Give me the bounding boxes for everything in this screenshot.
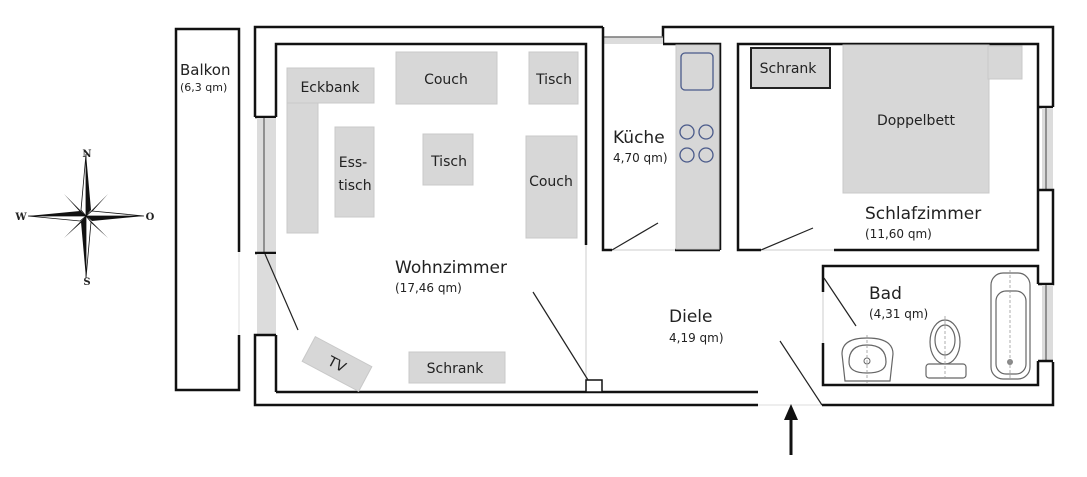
schlafzimmer-area: (11,60 qm) xyxy=(865,227,932,241)
balkon-area: (6,3 qm) xyxy=(180,81,227,94)
svg-text:Doppelbett: Doppelbett xyxy=(877,113,956,129)
svg-text:Schrank: Schrank xyxy=(427,361,485,377)
svg-text:Schrank: Schrank xyxy=(760,61,818,77)
kueche-area: 4,70 qm) xyxy=(613,151,668,165)
outer-walls xyxy=(253,25,1055,407)
diele-name: Diele xyxy=(669,307,712,327)
svg-text:Couch: Couch xyxy=(529,174,573,190)
kueche-name: Küche xyxy=(613,128,665,148)
compass-west-label: W xyxy=(14,212,27,223)
wohnzimmer-area: (17,46 qm) xyxy=(395,281,462,295)
couch-right: Couch xyxy=(525,135,578,239)
room-wohnzimmer: Wohnzimmer (17,46 qm) Eckbank Couch Tisc… xyxy=(264,42,758,394)
bathtub-icon xyxy=(990,270,1031,380)
doppelbett: Doppelbett xyxy=(842,44,1023,194)
diele-area: 4,19 qm) xyxy=(669,331,724,345)
room-balkon: Balkon (6,3 qm) xyxy=(174,27,241,392)
compass-rose-icon: N S W O xyxy=(14,149,154,288)
compass-north-label: N xyxy=(82,149,91,160)
compass-east-label: O xyxy=(146,212,155,223)
svg-text:Eckbank: Eckbank xyxy=(300,80,360,96)
room-diele: Diele 4,19 qm) xyxy=(669,307,823,406)
tisch-top: Tisch xyxy=(528,51,579,105)
svg-text:Ess-: Ess- xyxy=(339,155,368,171)
svg-text:Tisch: Tisch xyxy=(430,154,467,170)
room-kueche: Küche 4,70 qm) xyxy=(601,27,722,252)
esstisch: Ess- tisch xyxy=(334,126,375,218)
svg-text:tisch: tisch xyxy=(338,178,371,194)
schrank-living: Schrank xyxy=(408,351,506,384)
toilet-icon xyxy=(925,316,967,380)
svg-text:Couch: Couch xyxy=(424,72,468,88)
svg-text:Tisch: Tisch xyxy=(535,72,572,88)
room-bad: Bad (4,31 qm) xyxy=(821,264,1040,387)
wohnzimmer-name: Wohnzimmer xyxy=(395,258,507,278)
tisch-center: Tisch xyxy=(422,133,474,186)
tv: TV xyxy=(301,335,373,393)
balkon-name: Balkon xyxy=(180,61,231,79)
couch-top: Couch xyxy=(395,51,498,105)
compass-south-label: S xyxy=(83,277,90,288)
eckbank: Eckbank xyxy=(286,67,375,234)
schlafzimmer-name: Schlafzimmer xyxy=(865,204,981,224)
bad-name: Bad xyxy=(869,284,902,304)
bad-area: (4,31 qm) xyxy=(869,307,928,321)
schrank-bedroom: Schrank xyxy=(750,47,831,89)
entrance-arrow-icon xyxy=(784,404,798,455)
room-schlafzimmer: Schrank Doppelbett Schlafzimmer (11,60 q… xyxy=(736,42,1040,252)
washbasin-icon xyxy=(841,335,894,383)
